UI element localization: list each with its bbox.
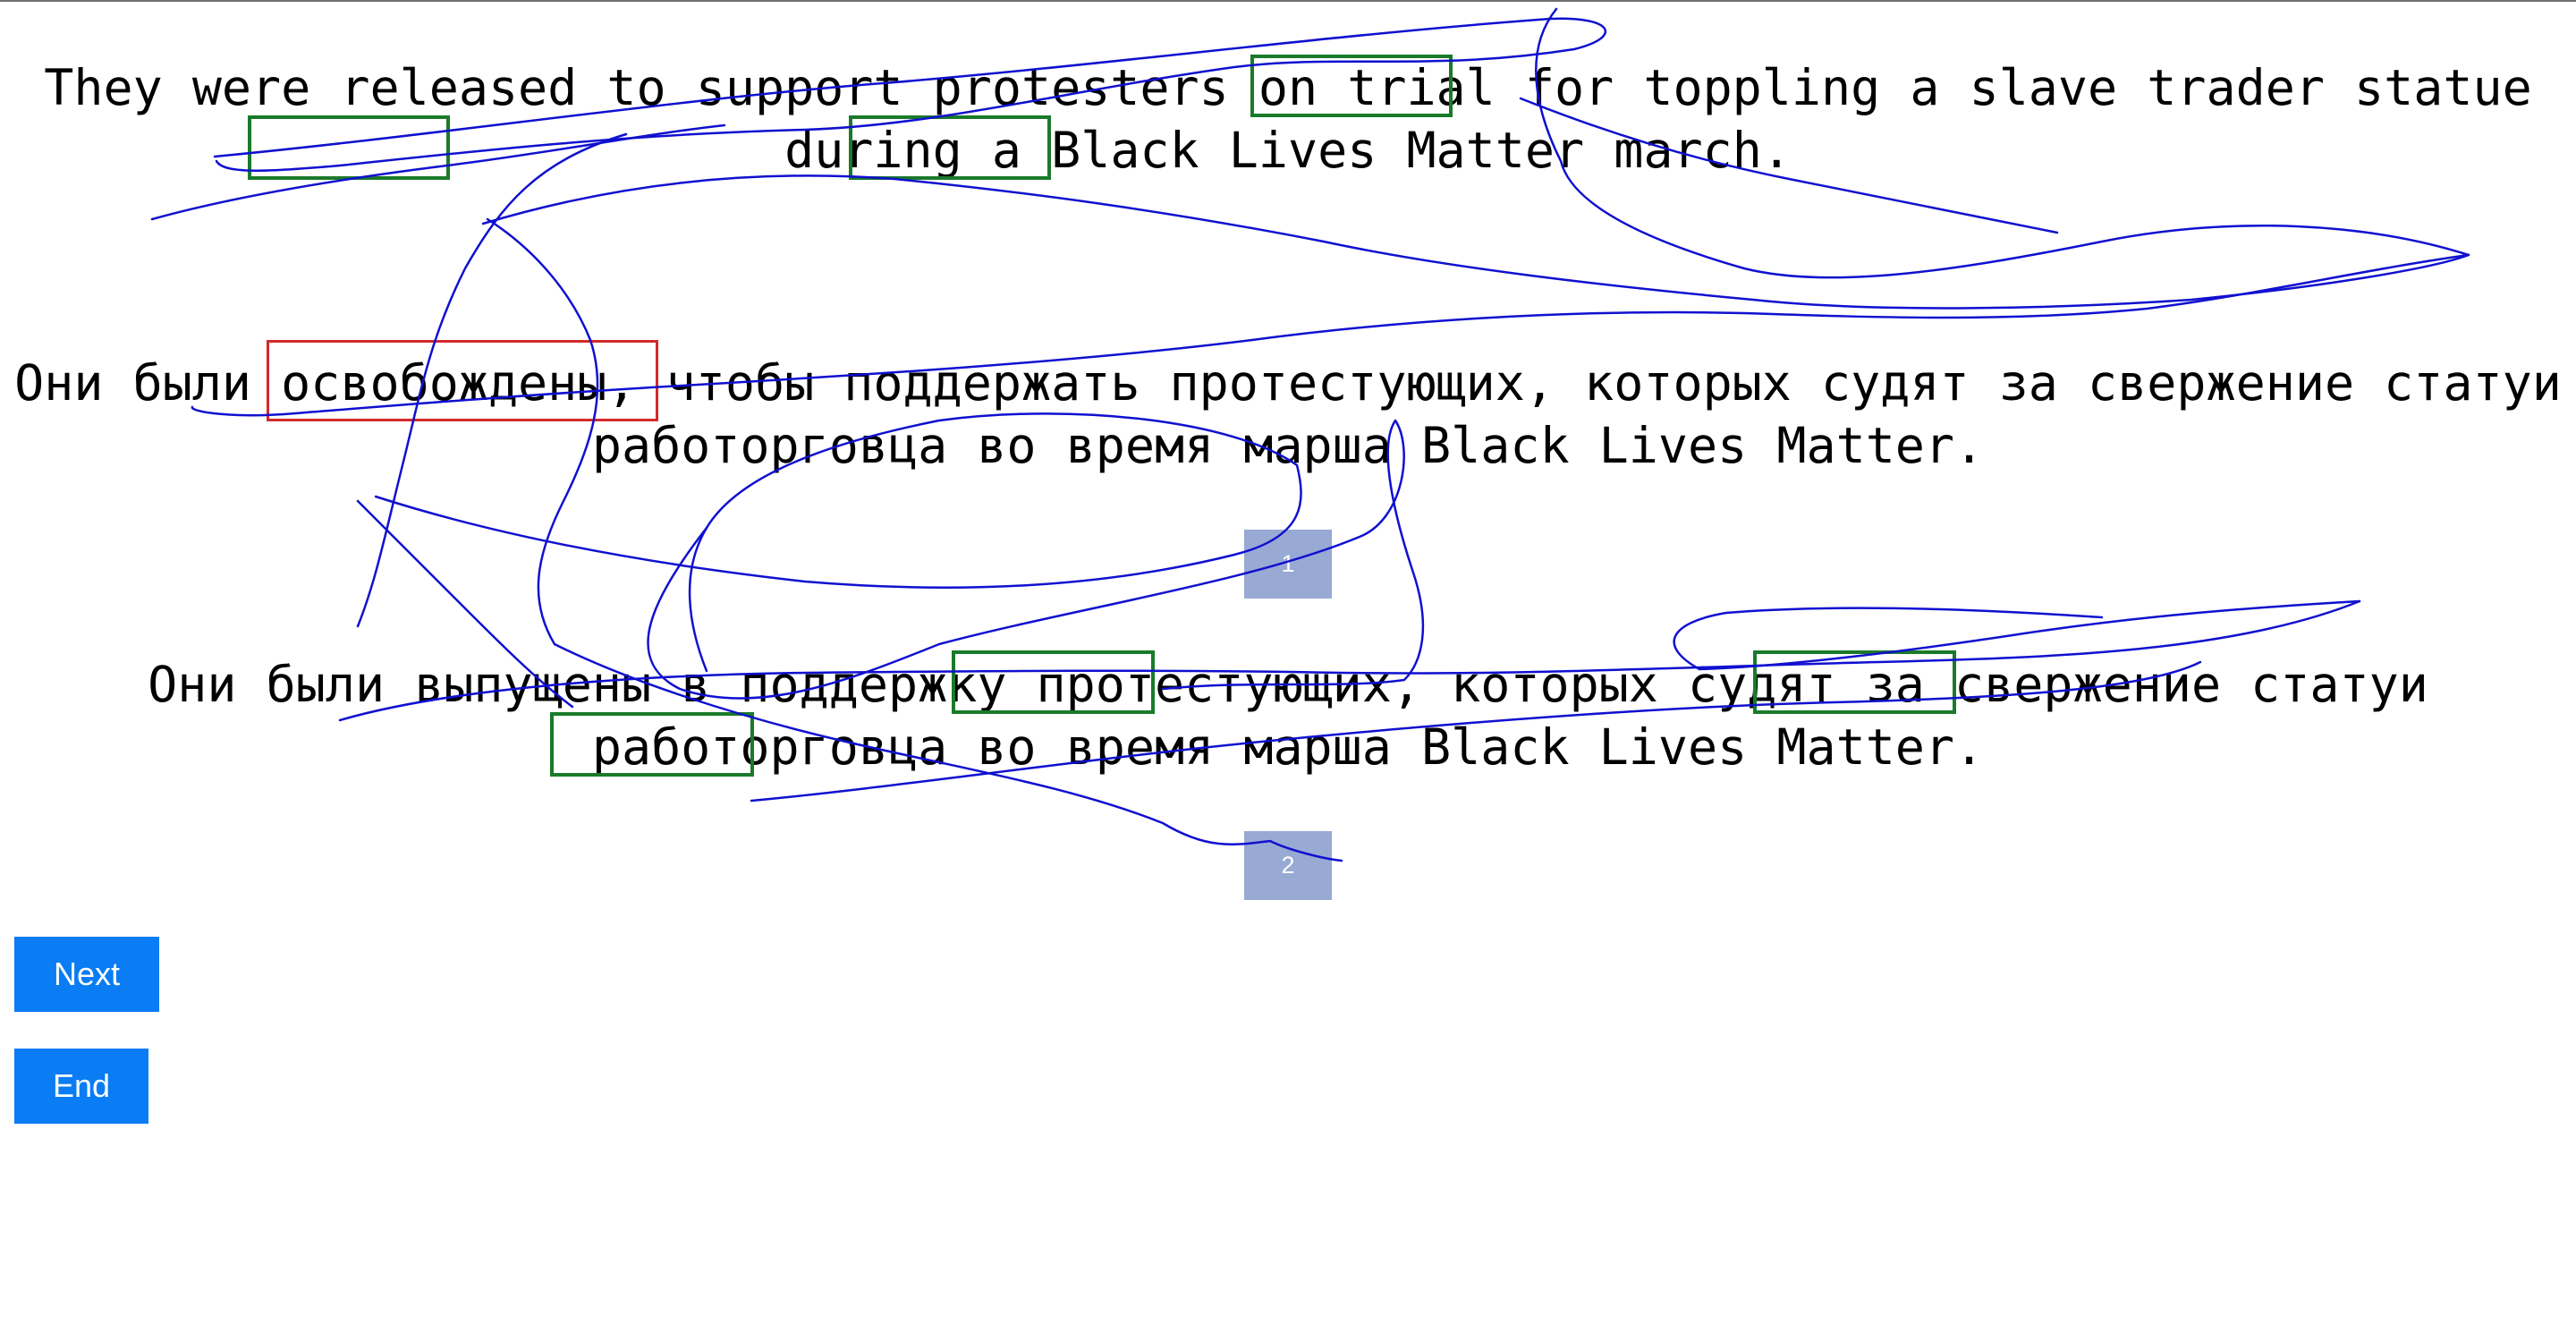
end-button[interactable]: End: [14, 1049, 148, 1124]
translation-2: Они были выпущены в поддержку протестующ…: [0, 653, 2576, 778]
source-match-box: [248, 115, 450, 180]
translation-2-match-box: [1753, 650, 1956, 714]
source-match-box: [1250, 55, 1453, 117]
translation-2-match-box: [550, 712, 754, 777]
translation-2-line-2: работорговца во время марша Black Lives …: [591, 718, 1985, 776]
translation-1-line-2: работорговца во время марша Black Lives …: [591, 417, 1985, 474]
top-border: [0, 0, 2576, 2]
translation-2-match-box: [952, 650, 1155, 714]
source-match-box: [849, 115, 1051, 180]
translation-1-select-badge[interactable]: 1: [1244, 530, 1332, 599]
translation-2-line-1: Они были выпущены в поддержку протестующ…: [148, 656, 2428, 713]
translation-1-error-box: [267, 340, 658, 421]
next-button[interactable]: Next: [14, 937, 159, 1012]
translation-2-select-badge[interactable]: 2: [1244, 831, 1332, 900]
